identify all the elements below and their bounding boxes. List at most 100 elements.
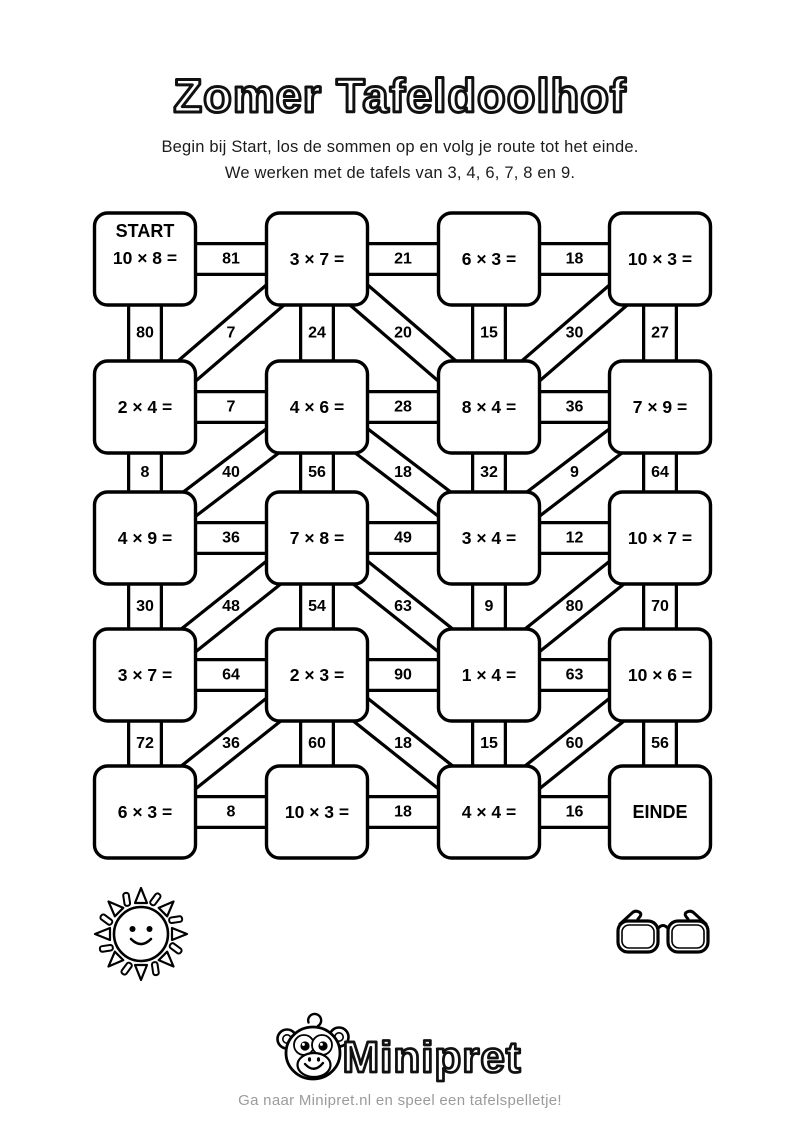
maze-box-r5c1 (92, 764, 198, 860)
answer-vertical: 64 (651, 464, 669, 481)
answer-vertical: 15 (480, 325, 498, 342)
sun-ray-bar (120, 961, 133, 976)
footer-text: Ga naar Minipret.nl en speel een tafelsp… (238, 1092, 562, 1109)
instructions-line2: We werken met de tafels van 3, 4, 6, 7, … (224, 164, 576, 182)
answer-diagonal: 30 (566, 325, 584, 342)
answer-vertical: 70 (651, 598, 669, 615)
sunglasses-lens-left (616, 919, 660, 954)
answer-vertical: 72 (136, 735, 154, 752)
sun-ray-triangle (107, 950, 125, 968)
maze-box-r2c1 (92, 359, 198, 455)
answer-horizontal: 28 (394, 399, 412, 416)
maze-box-problem: 8 × 4 = (462, 397, 517, 417)
sunglasses-icon (616, 909, 710, 954)
monkey-icon (276, 1012, 350, 1081)
sun-ray (107, 900, 125, 918)
answer-diagonal: 40 (222, 464, 240, 481)
sunglasses-bridge (656, 924, 670, 930)
maze-box-problem: 2 × 3 = (290, 665, 345, 685)
answer-diagonal: 9 (570, 464, 579, 481)
answer-vertical: 8 (141, 464, 150, 481)
sun-face (112, 905, 170, 963)
answer-horizontal: 7 (227, 399, 236, 416)
answer-horizontal: 21 (394, 251, 412, 268)
sun-ray-triangle (133, 963, 149, 982)
answer-horizontal: 18 (566, 251, 584, 268)
answer-vertical: 56 (651, 735, 669, 752)
maze-box-r4c4 (607, 627, 713, 723)
brand-name: Minipret (342, 1033, 521, 1082)
maze-box-problem: 3 × 4 = (462, 528, 517, 548)
minipret-logo: Minipret (276, 1012, 522, 1083)
maze-box-problem: 3 × 7 = (118, 665, 173, 685)
maze-box-r2c2 (264, 359, 370, 455)
maze-box-problem: 4 × 9 = (118, 528, 173, 548)
maze-box-r1c4 (607, 211, 713, 307)
maze-box-problem: 7 × 9 = (633, 397, 688, 417)
maze-box-problem: 6 × 3 = (462, 249, 517, 269)
maze-box-problem: 6 × 3 = (118, 802, 173, 822)
maze-box-r3c2 (264, 490, 370, 586)
start-label: START (116, 221, 175, 241)
maze-box-r1c3 (436, 211, 542, 307)
sun-ray (122, 891, 132, 907)
answer-diagonal: 60 (566, 735, 584, 752)
sun-ray (107, 950, 125, 968)
answer-horizontal: 12 (566, 530, 584, 547)
sun-ray (133, 886, 149, 905)
maze-box-problem: 2 × 4 = (118, 397, 173, 417)
sunglasses-temple-left (618, 909, 643, 926)
sunglasses-temple-right (683, 909, 708, 926)
sun-ray (157, 950, 175, 968)
sun-ray-bar (98, 943, 114, 953)
answer-horizontal: 90 (394, 667, 412, 684)
answer-horizontal: 16 (566, 804, 584, 821)
maze-box-r3c4 (607, 490, 713, 586)
sun-ray-bar (149, 892, 162, 907)
sun-ray-triangle (157, 950, 175, 968)
maze-box-r3c1 (92, 490, 198, 586)
sun-ray-triangle (133, 886, 149, 905)
sun-ray-triangle (157, 900, 175, 918)
answer-horizontal: 63 (566, 667, 584, 684)
sun-ray (93, 926, 112, 942)
maze-box-problem: 10 × 7 = (628, 528, 692, 548)
answer-horizontal: 49 (394, 530, 412, 547)
instructions: Begin bij Start, los de sommen op en vol… (0, 134, 800, 186)
maze-box-r1c1 (92, 211, 198, 307)
sun-ray (120, 961, 133, 976)
answer-horizontal: 8 (227, 804, 236, 821)
sun-ray-bar (168, 915, 184, 925)
answer-vertical: 80 (136, 325, 154, 342)
maze-box-problem: 10 × 6 = (628, 665, 692, 685)
sun-eye-left (129, 926, 136, 932)
answer-diagonal: 80 (566, 598, 584, 615)
maze-box-problem: 4 × 4 = (462, 802, 517, 822)
sun-eye-right (146, 926, 153, 932)
answer-vertical: 9 (485, 598, 494, 615)
answer-horizontal: 18 (394, 804, 412, 821)
answer-horizontal: 64 (222, 667, 240, 684)
sun-ray (98, 943, 114, 953)
maze-box-r5c4 (607, 764, 713, 860)
answer-diagonal: 63 (394, 598, 412, 615)
sun-ray (99, 913, 114, 926)
sun-ray-bar (150, 961, 160, 977)
answer-vertical: 15 (480, 735, 498, 752)
page-title: Zomer Tafeldoolhof (173, 69, 626, 122)
sunglasses-lens-right (666, 919, 710, 954)
answer-vertical: 60 (308, 735, 326, 752)
answer-horizontal: 81 (222, 251, 240, 268)
answer-vertical: 27 (651, 325, 669, 342)
sun-icon (93, 886, 189, 982)
answer-vertical: 56 (308, 464, 326, 481)
maze-box-r5c3 (436, 764, 542, 860)
maze-box-r2c4 (607, 359, 713, 455)
maze-box-problem: 3 × 7 = (290, 249, 345, 269)
answer-vertical: 54 (308, 598, 326, 615)
answer-vertical: 24 (308, 325, 326, 342)
